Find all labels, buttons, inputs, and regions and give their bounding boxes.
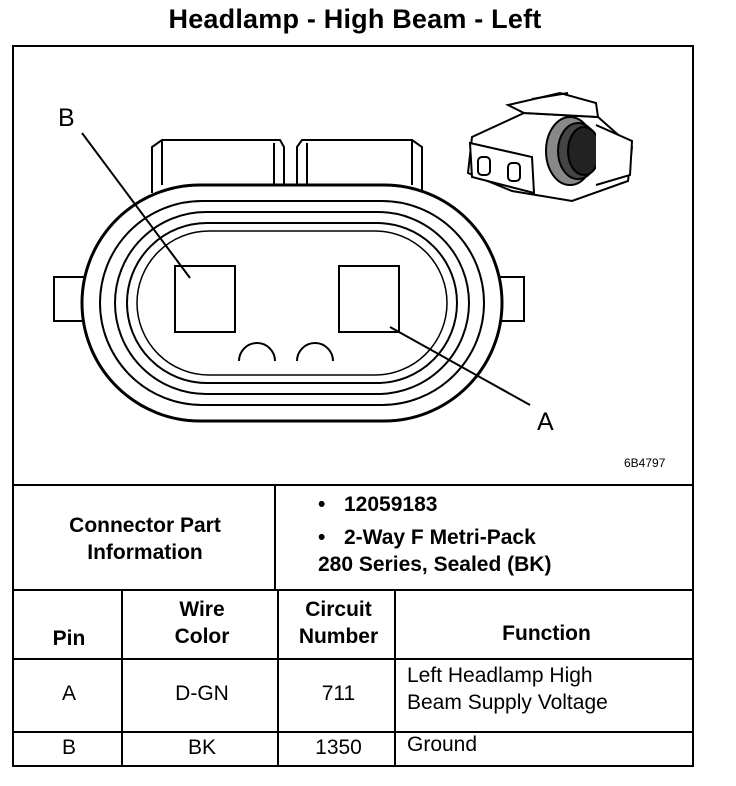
- row-a-wire-color: D-GN: [175, 682, 229, 705]
- header-circuit-number: Circuit Number: [280, 596, 397, 650]
- connector-ear-left: [53, 276, 96, 322]
- header-circuit-line1: Circuit: [305, 598, 372, 621]
- connector-housing-face: [136, 230, 448, 376]
- connector-latch-left: [151, 139, 285, 193]
- connector-type-line1: 2-Way F Metri-Pack: [344, 526, 536, 549]
- bullet-icon: •: [318, 526, 326, 549]
- page-title: Headlamp - High Beam - Left: [168, 4, 542, 34]
- header-wire-color-line2: Color: [174, 625, 230, 648]
- connector-housing-outer: [80, 183, 504, 423]
- row-b-function: Ground: [407, 733, 478, 756]
- row-b-circuit: 1350: [315, 736, 362, 759]
- row-b-pin: B: [61, 736, 76, 759]
- row-a-function-line2: Beam Supply Voltage: [407, 691, 608, 714]
- pin-cavity-a: [338, 265, 400, 333]
- connector-key-left: [238, 342, 276, 362]
- pin-cavity-b: [174, 265, 236, 333]
- connector-housing-seal: [114, 211, 470, 395]
- row-b-wire-color: BK: [187, 736, 216, 759]
- connector-type-line2: 280 Series, Sealed (BK): [318, 553, 552, 576]
- connector-info-label: Connector Part Information: [14, 512, 276, 566]
- connector-info-item: • 12059183: [318, 491, 551, 518]
- header-circuit-line2: Number: [298, 625, 379, 648]
- connector-3d-illustration: [466, 91, 634, 203]
- connector-latch-right: [296, 139, 423, 193]
- diagram-frame: [12, 45, 694, 767]
- connector-key-right: [296, 342, 334, 362]
- connector-diagram: [12, 91, 694, 767]
- header-wire-color-line1: Wire: [179, 598, 225, 621]
- callout-line-b: [81, 132, 191, 279]
- row-a-circuit: 711: [321, 682, 356, 705]
- bullet-icon: •: [318, 493, 326, 516]
- connector-housing-inner: [126, 222, 458, 384]
- header-function: Function: [502, 622, 591, 645]
- connector-info-label-line2: Information: [87, 541, 203, 564]
- connector-info-label-line1: Connector Part: [69, 514, 221, 537]
- header-wire-color: Wire Color: [124, 596, 280, 650]
- header-pin: Pin: [52, 627, 86, 650]
- connector-ear-right: [498, 276, 525, 322]
- callout-line-a: [389, 326, 531, 406]
- connector-info-item: • 2-Way F Metri-Pack 280 Series, Sealed …: [318, 524, 551, 578]
- row-a-function-line1: Left Headlamp High: [407, 664, 593, 687]
- callout-label-b: B: [58, 104, 75, 132]
- row-a-pin: A: [61, 682, 76, 705]
- connector-info-list: • 12059183 • 2-Way F Metri-Pack 280 Seri…: [318, 491, 551, 578]
- callout-label-a: A: [537, 408, 554, 436]
- connector-housing-ring: [99, 200, 485, 406]
- figure-code: 6B4797: [624, 456, 666, 470]
- row-a-function: Left Headlamp High Beam Supply Voltage: [407, 662, 692, 716]
- connector-part-number: 12059183: [344, 493, 438, 516]
